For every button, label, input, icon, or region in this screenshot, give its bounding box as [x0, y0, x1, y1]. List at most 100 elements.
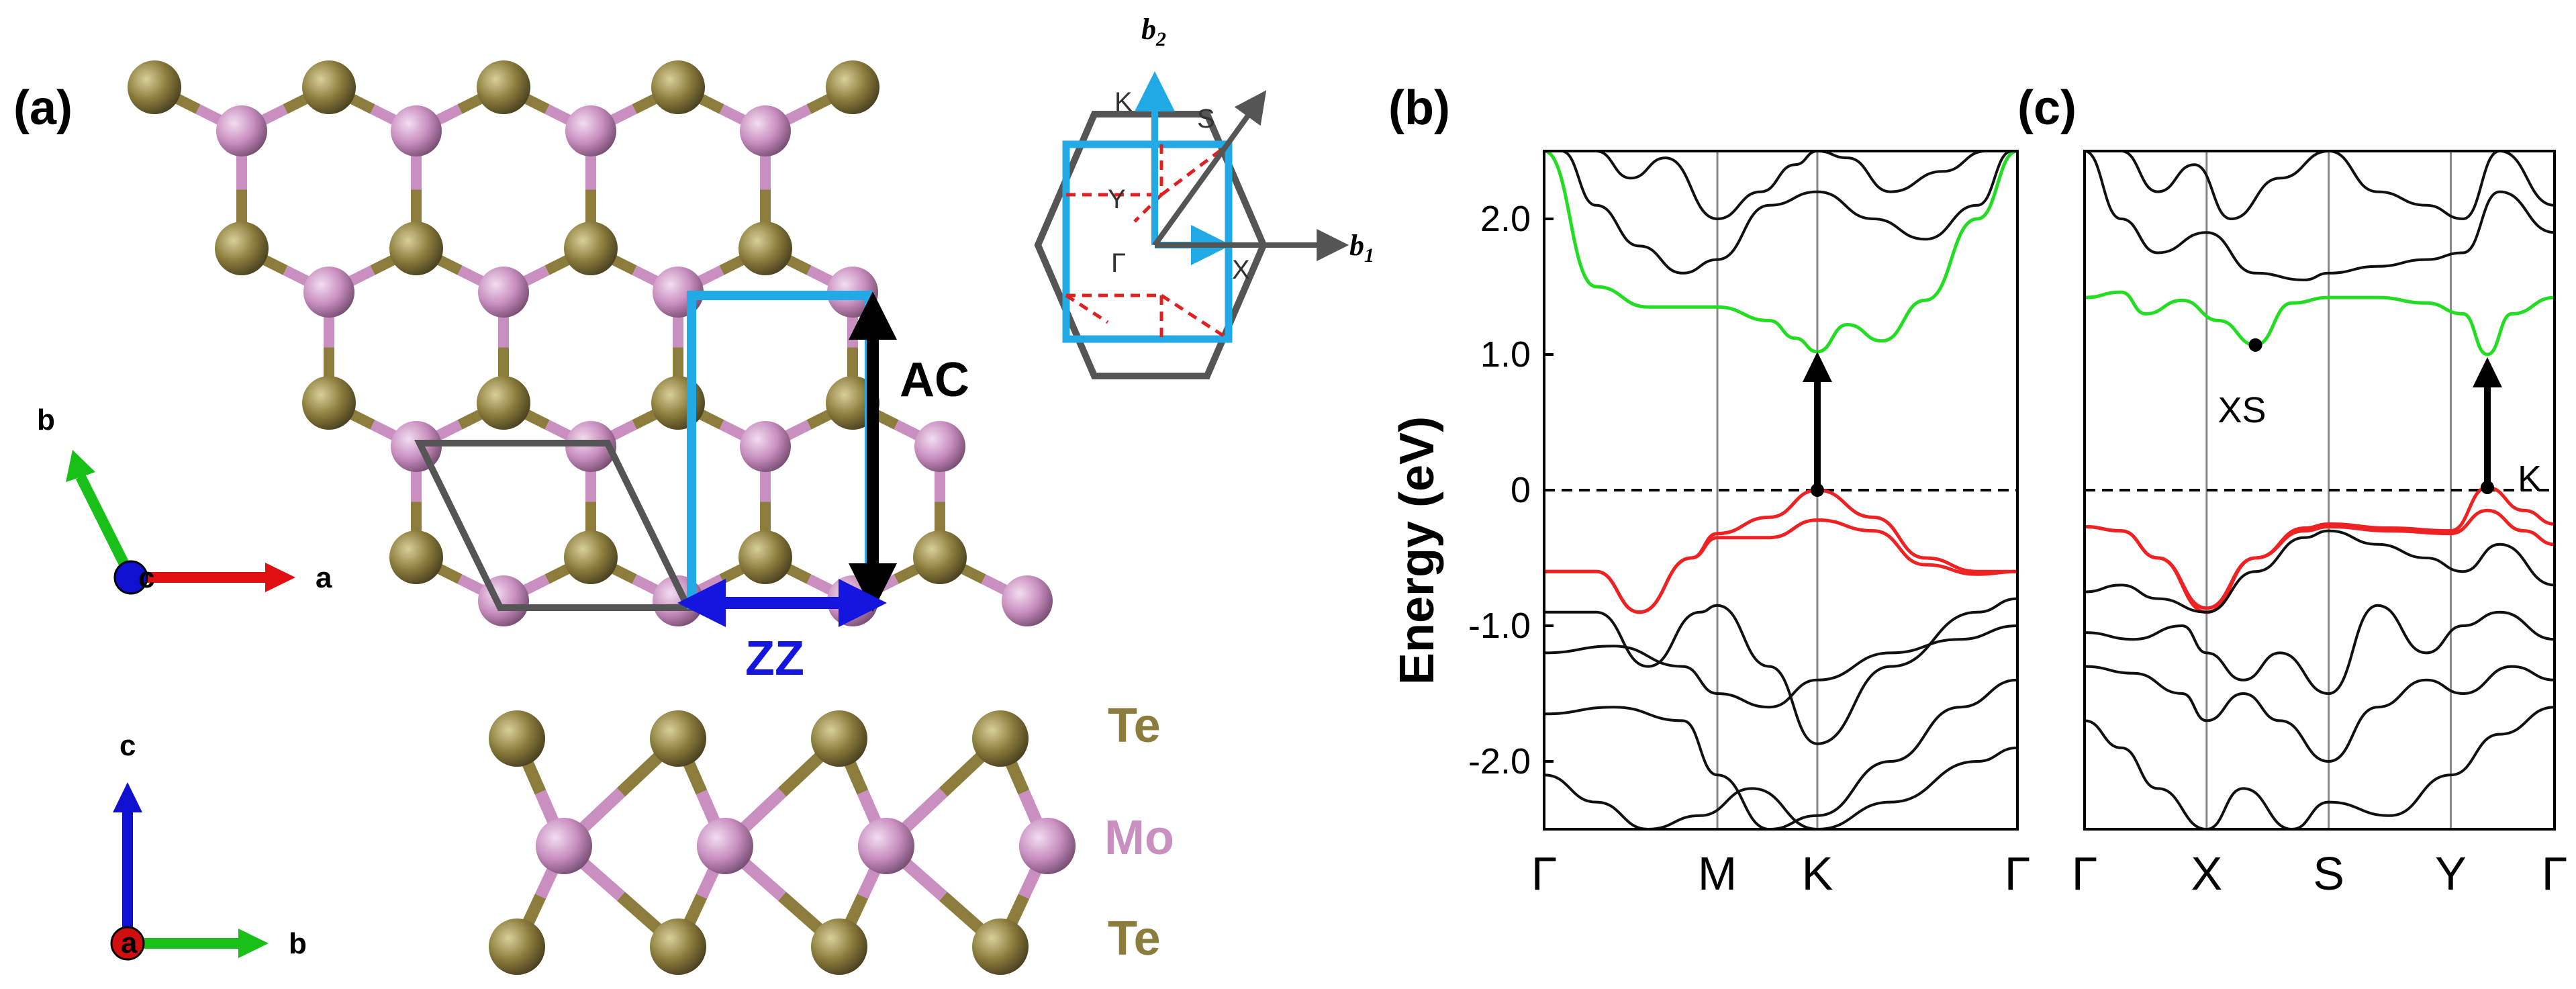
brillouin-zone-inset: b2 b1 K S Y Γ X: [1034, 13, 1374, 379]
x-tick-label: S: [2313, 847, 2344, 900]
mo-atom: [391, 105, 442, 156]
y-tick-label: 1.0: [1480, 334, 1531, 375]
zz-label: ZZ: [745, 632, 804, 686]
axis-label-c-top: c: [138, 561, 154, 594]
x-tick-label: Γ: [2072, 847, 2098, 900]
axis-label-c-side: c: [120, 729, 136, 762]
axis-label-a-side: a: [121, 927, 138, 959]
b2-gray-arrow: [1152, 90, 1267, 247]
te-atom-side: [489, 710, 545, 767]
panel-c-label: (c): [2017, 81, 2077, 135]
mo-atom: [740, 105, 791, 156]
x-tick-label: Γ: [2542, 847, 2568, 900]
mo-atom: [216, 105, 267, 156]
ac-label: AC: [900, 353, 969, 407]
b2-label: b2: [1141, 13, 1166, 50]
te-atom: [738, 222, 792, 275]
band-red: [2085, 508, 2555, 610]
band-black: [1544, 746, 2017, 829]
te-atom: [826, 60, 879, 114]
element-label-mo: Mo: [1104, 811, 1174, 865]
te-atom: [651, 376, 705, 430]
bz-point-y: Y: [1108, 185, 1126, 214]
element-label-te-top: Te: [1108, 699, 1161, 753]
te-atom-side: [489, 919, 545, 975]
y-tick-label: -1.0: [1468, 606, 1531, 646]
band-black: [1544, 678, 2017, 829]
x-tick-label: M: [1698, 847, 1737, 900]
band-black: [1561, 151, 2013, 275]
x-tick-label: Γ: [2005, 847, 2031, 900]
band-structure-hexagonal: Γ M K Γ -2.0 -1.0 0 1.0 2.0: [1468, 150, 2031, 900]
band-black: [2085, 665, 2555, 763]
transition-arrow-head: [2473, 357, 2502, 388]
lattice-bonds: [152, 82, 1030, 606]
mo-atom-side: [858, 818, 914, 874]
te-atom-side: [650, 919, 706, 975]
x-tick-label: Y: [2435, 847, 2467, 900]
band-black: [2085, 706, 2555, 829]
mo-atom-side: [536, 818, 592, 874]
te-atom: [564, 530, 618, 584]
y-tick-label: -2.0: [1468, 741, 1531, 782]
te-atom-side: [650, 710, 706, 767]
te-atom: [128, 60, 181, 114]
band-red: [1544, 518, 2017, 614]
band-black: [2085, 151, 2555, 281]
band-black: [1596, 151, 1987, 221]
b1-label: b1: [1349, 229, 1374, 267]
mo-atom: [1002, 575, 1053, 626]
te-atom-side: [811, 919, 867, 975]
x-tick-label: K: [1802, 847, 1833, 900]
bz-point-gamma: Γ: [1111, 248, 1126, 278]
band-green: [1544, 151, 2017, 354]
te-atom-side: [811, 710, 867, 767]
band-black: [2085, 529, 2555, 614]
te-atom: [564, 222, 618, 275]
annotated-point: [2248, 338, 2262, 352]
side-view-structure: [489, 710, 1076, 975]
te-atom: [651, 60, 705, 114]
axis-label-b-top: b: [37, 404, 55, 436]
mo-atom: [303, 267, 354, 318]
x-tick-label: X: [2191, 847, 2222, 900]
te-atom: [302, 60, 356, 114]
x-tick-label: Γ: [1531, 847, 1558, 900]
axis-label-a-top: a: [316, 561, 332, 594]
te-atom: [738, 530, 792, 584]
band-red: [1544, 488, 2017, 614]
te-atom: [302, 376, 356, 430]
te-atom: [389, 530, 443, 584]
y-axis-label: Energy (eV): [1390, 416, 1444, 685]
mo-atom-side: [1019, 818, 1076, 874]
axes-top-view: a b c: [37, 404, 332, 595]
axis-label-b-side: b: [289, 927, 307, 960]
xs-label: XS: [2218, 390, 2267, 430]
bz-point-s: S: [1197, 104, 1215, 134]
band-green: [2085, 290, 2555, 357]
mo-atom: [565, 105, 616, 156]
hexagonal-bz: [1034, 111, 1268, 379]
band-red: [2085, 485, 2555, 614]
te-atom: [389, 222, 443, 275]
bz-point-x: X: [1232, 255, 1250, 285]
mo-atom-side: [697, 818, 753, 874]
band-black: [1544, 597, 2017, 745]
mo-atom: [740, 421, 791, 472]
te-atom-side: [972, 710, 1029, 767]
lattice-atoms: [128, 60, 1053, 626]
y-tick-label: 0: [1511, 470, 1531, 510]
y-tick-label: 2.0: [1480, 199, 1531, 239]
bz-point-k: K: [1114, 87, 1133, 117]
mo-atom: [914, 421, 965, 472]
te-atom: [913, 530, 967, 584]
transition-arrow-head: [1802, 351, 1832, 382]
mo-atom: [478, 267, 529, 318]
element-label-te-bottom: Te: [1108, 912, 1161, 966]
vbm-point: [1810, 483, 1824, 497]
te-atom-side: [972, 919, 1029, 975]
axes-side-view: c b a: [110, 729, 307, 961]
k-label: K: [2518, 459, 2542, 499]
